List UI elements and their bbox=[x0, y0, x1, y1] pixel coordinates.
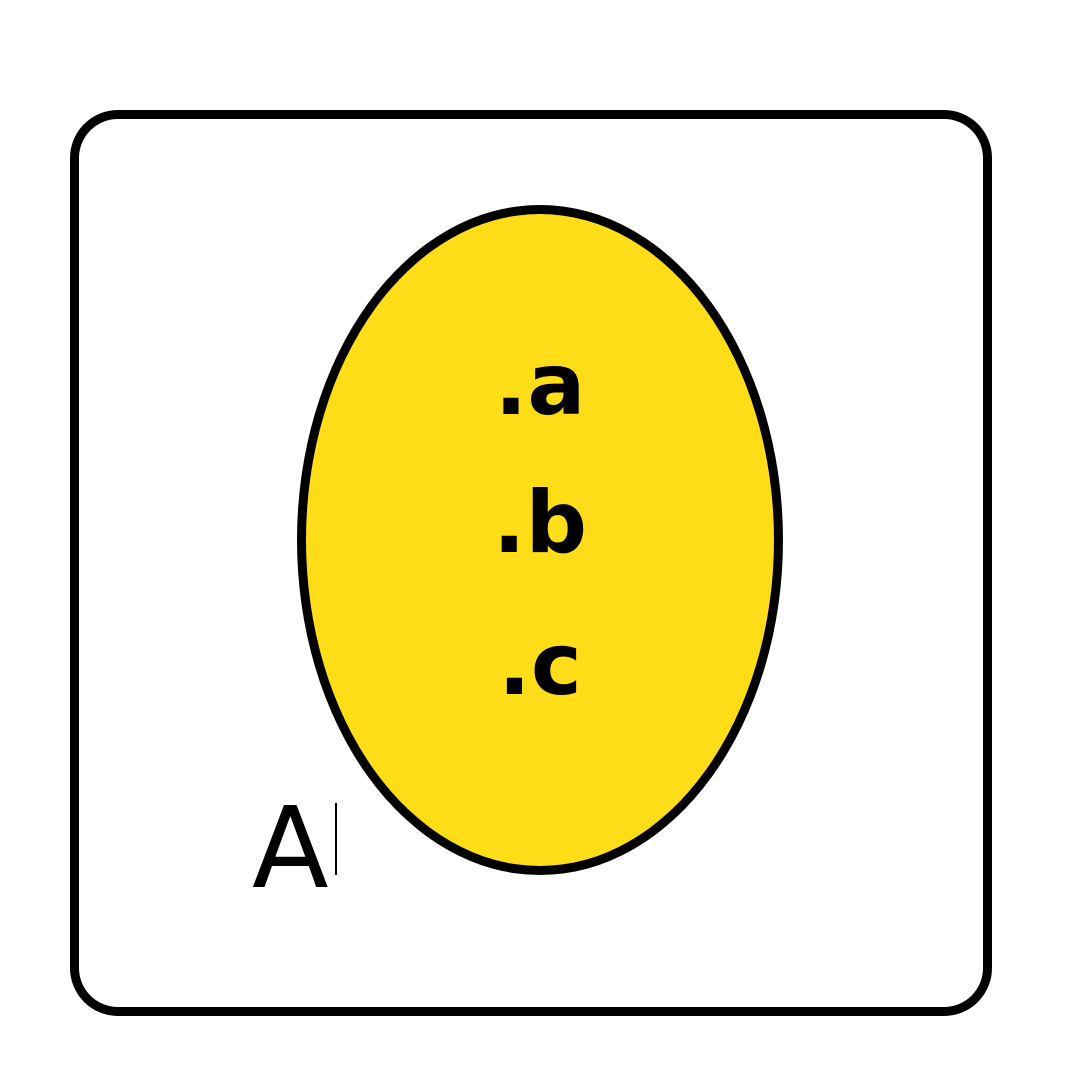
text-cursor bbox=[335, 803, 337, 875]
set-a-ellipse bbox=[297, 205, 783, 875]
element-c: .c bbox=[498, 615, 582, 715]
element-b: .b bbox=[492, 473, 588, 573]
element-a: .a bbox=[494, 335, 586, 435]
universal-set-box bbox=[70, 110, 992, 1016]
set-label[interactable]: A bbox=[252, 784, 329, 914]
